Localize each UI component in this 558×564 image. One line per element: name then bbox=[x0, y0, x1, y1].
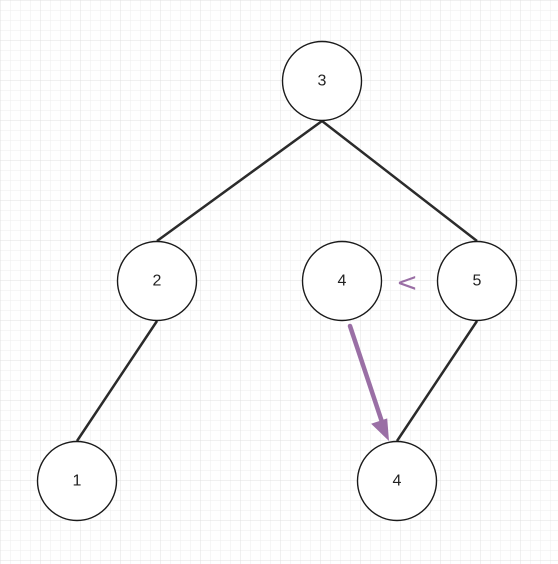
tree-node-root: 3 bbox=[281, 40, 363, 122]
tree-node-rightleft: 4 bbox=[356, 440, 438, 522]
node-circle bbox=[36, 440, 118, 522]
node-label: 5 bbox=[473, 273, 482, 290]
insert-arrow-shaft bbox=[347, 323, 385, 425]
edge-root-right bbox=[321, 120, 478, 242]
tree-node-leftleft: 1 bbox=[36, 440, 118, 522]
edge-left-leftleft bbox=[75, 320, 159, 442]
node-label: 4 bbox=[393, 473, 402, 490]
tree-node-right: 5 bbox=[436, 240, 518, 322]
node-circle bbox=[116, 240, 198, 322]
node-circle bbox=[436, 240, 518, 322]
edge-right-rightleft bbox=[395, 320, 479, 442]
inserting-node: 4 bbox=[301, 240, 383, 322]
node-label: 4 bbox=[338, 273, 347, 290]
edge-root-left bbox=[156, 119, 323, 243]
node-label: 1 bbox=[73, 473, 82, 490]
tree-node-left: 2 bbox=[116, 240, 198, 322]
comparison-symbol: < bbox=[396, 268, 418, 298]
node-label: 3 bbox=[318, 73, 327, 90]
node-circle bbox=[301, 240, 383, 322]
node-circle bbox=[356, 440, 438, 522]
node-circle bbox=[281, 40, 363, 122]
node-label: 2 bbox=[153, 273, 162, 290]
insert-arrow-head bbox=[371, 418, 389, 441]
